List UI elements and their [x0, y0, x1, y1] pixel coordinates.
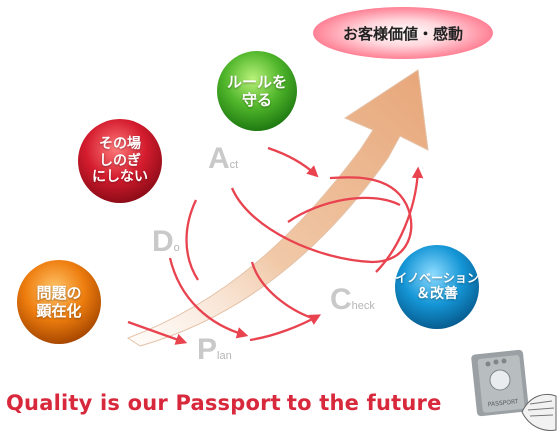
- circle-rules: [217, 51, 297, 131]
- circle-problem-line1: 問題の: [36, 284, 82, 302]
- customer-value-label: お客様価値・感動: [342, 24, 463, 43]
- pdca-do-rest: o: [173, 242, 180, 254]
- circle-innovation: [395, 245, 479, 329]
- pdca-cycle-arrows: [127, 146, 424, 345]
- pdca-do: Do: [152, 225, 180, 259]
- pdca-plan-letter: P: [197, 333, 218, 366]
- circle-innovation-line2: ＆改善: [416, 285, 458, 302]
- cycle-arrow-top: [287, 196, 401, 223]
- circle-rules-line1: ルールを: [226, 73, 287, 91]
- circle-rules-text: ルールを 守る: [217, 51, 297, 131]
- circle-innovation-line1: イノベーション: [395, 271, 479, 286]
- circle-rules-line2: 守る: [241, 91, 272, 109]
- circle-problem-text: 問題の 顕在化: [17, 260, 101, 344]
- growth-arrow: [126, 69, 429, 347]
- pdca-do-letter: D: [152, 225, 174, 258]
- pdca-check-rest: heck: [351, 300, 375, 312]
- pdca-act: Act: [208, 142, 238, 176]
- circle-innovation-text: イノベーション ＆改善: [395, 245, 479, 329]
- customer-value-ellipse: [313, 7, 493, 59]
- circle-sonoba-line1: その場: [99, 135, 141, 152]
- pdca-check-letter: C: [330, 283, 352, 316]
- cycle-arrow-act-to-do: [267, 146, 319, 178]
- passport-icon: PASSPORT: [471, 349, 557, 431]
- circle-sonoba-line3: にしない: [92, 169, 148, 186]
- cycle-arrow-bottom-left: [127, 320, 188, 345]
- circle-sonoba-line2: しのぎ: [99, 152, 141, 169]
- pdca-plan: Plan: [197, 333, 232, 367]
- circle-problem-line2: 顕在化: [36, 302, 82, 320]
- cycle-arrow-ellipse: [230, 176, 413, 264]
- pdca-act-rest: ct: [229, 159, 239, 171]
- cycle-arrow-arc-right: [250, 261, 313, 320]
- tagline-part1: Quality is our Passport: [6, 391, 281, 415]
- circle-sonoba-text: その場 しのぎ にしない: [78, 119, 162, 203]
- pdca-act-letter: A: [208, 142, 230, 175]
- cycle-arrow-do-plan: [168, 257, 249, 339]
- circle-problem: [17, 260, 101, 344]
- circle-sonoba: [78, 119, 162, 203]
- pdca-check: Check: [330, 283, 375, 317]
- pdca-plan-rest: lan: [217, 350, 232, 362]
- cycle-arrow-arc-left: [185, 199, 199, 281]
- passport-label: PASSPORT: [488, 398, 520, 408]
- cycle-arrow-check-act: [375, 166, 424, 273]
- tagline-part2: to the future: [286, 391, 442, 415]
- cycle-arrow-plan-check: [249, 314, 322, 342]
